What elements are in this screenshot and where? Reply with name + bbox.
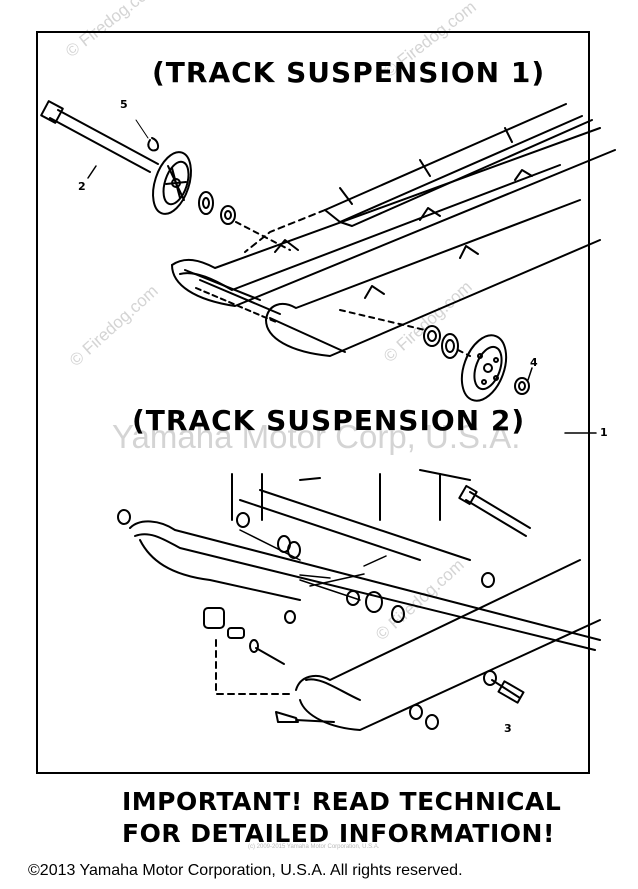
callout-leader-2 <box>87 165 97 179</box>
spacer-block <box>203 607 245 639</box>
lower-assembly-rails <box>129 469 601 731</box>
pin-bolt <box>249 639 285 665</box>
idler-wheel-right <box>460 334 508 402</box>
bearing-left <box>198 191 214 215</box>
bearing-right <box>441 333 459 359</box>
watermark-small-copyright: (c) 2009-2015 Yamaha Motor Corporation, … <box>248 844 380 850</box>
collar-left <box>220 205 236 225</box>
bolt-lower-left <box>275 711 335 723</box>
important-notice-line-2: FOR DETAILED INFORMATION! <box>122 819 555 848</box>
callout-3: 3 <box>504 722 512 735</box>
callout-1: 1 <box>600 426 608 439</box>
callout-leader-4 <box>527 367 533 381</box>
clip-5 <box>135 119 160 152</box>
section-title-track-suspension-2: (TRACK SUSPENSION 2) <box>132 404 526 437</box>
callout-2: 2 <box>78 180 86 193</box>
important-notice-line-1: IMPORTANT! READ TECHNICAL <box>122 787 562 816</box>
footer-copyright: ©2013 Yamaha Motor Corporation, U.S.A. A… <box>28 862 463 879</box>
collar-right <box>423 325 441 347</box>
axle-shaft-2 <box>40 100 281 323</box>
nut-4 <box>514 377 530 395</box>
section-title-track-suspension-1: (TRACK SUSPENSION 1) <box>152 56 546 89</box>
callout-4: 4 <box>530 356 538 369</box>
callout-5: 5 <box>120 98 128 111</box>
idler-wheel-left <box>152 151 192 215</box>
diagram-frame <box>36 31 590 774</box>
lower-slide-rail <box>171 127 616 357</box>
shaft-3 <box>458 484 531 704</box>
bushings-section-2 <box>117 509 497 730</box>
